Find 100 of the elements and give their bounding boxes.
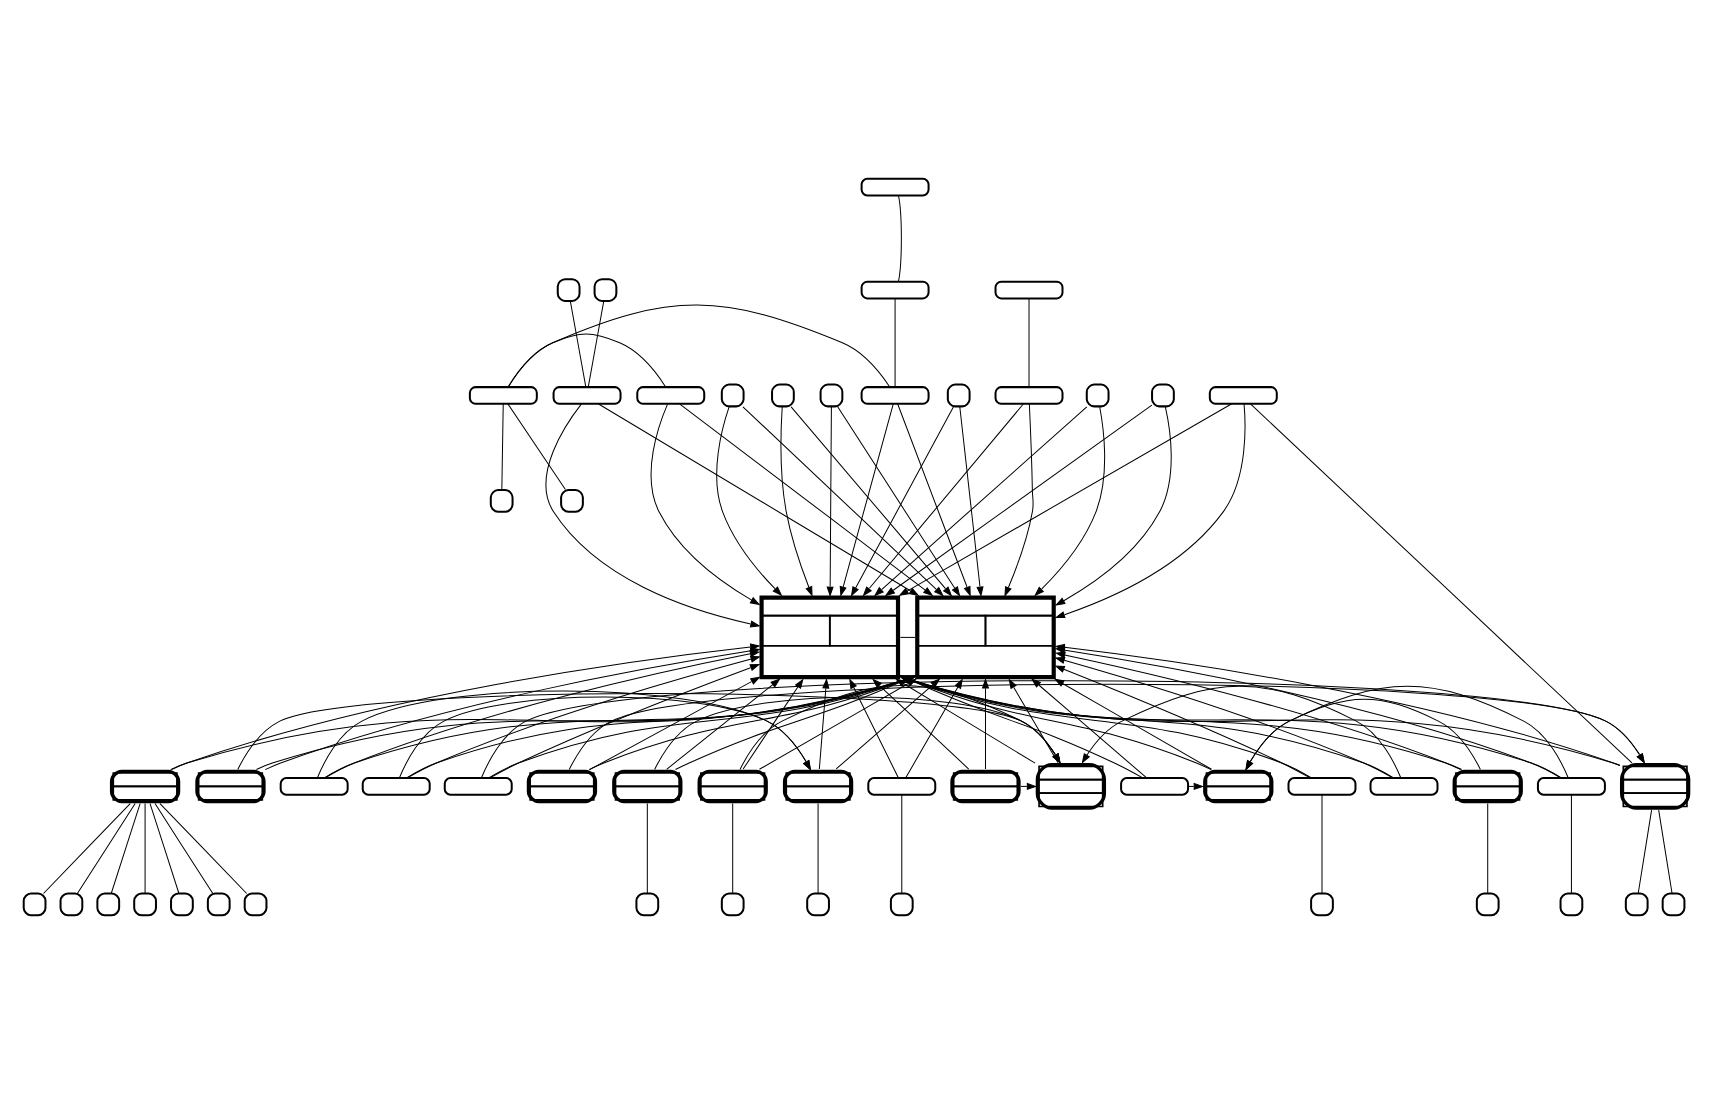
arrow: [742, 679, 804, 770]
node-bar: [1536, 777, 1606, 796]
connector: [507, 304, 891, 388]
arrow: [826, 406, 834, 596]
connector: [1570, 794, 1572, 894]
arrow: [1055, 651, 1462, 771]
arrow: [1245, 685, 1569, 779]
node-bar: [1287, 777, 1357, 796]
arrow: [885, 404, 1153, 596]
connector: [1028, 297, 1030, 388]
arrow: [654, 696, 1061, 770]
node-bar: [867, 777, 937, 796]
arrow: [851, 406, 954, 596]
node-bar: [443, 777, 513, 796]
arrow: [1004, 403, 1034, 596]
connector: [149, 803, 180, 894]
arrow: [742, 406, 944, 596]
connector: [732, 803, 734, 894]
node-bar: [860, 386, 930, 405]
arrow: [650, 403, 760, 605]
node-box: [1624, 892, 1649, 917]
connector: [1637, 809, 1653, 895]
connector: [154, 803, 214, 894]
node-box: [593, 278, 618, 302]
node-box: [22, 892, 47, 917]
arrow: [1055, 403, 1246, 619]
arrow: [316, 690, 811, 779]
connector: [1321, 794, 1323, 894]
arrow: [899, 403, 1232, 596]
node-bar: [552, 386, 622, 405]
arrow: [666, 678, 780, 770]
arrow: [568, 683, 1645, 770]
connector: [817, 803, 819, 894]
arrow: [545, 403, 760, 628]
arrow: [1055, 665, 1311, 779]
connector: [894, 297, 896, 388]
connector: [569, 300, 587, 388]
node-box: [806, 892, 830, 917]
arrow: [1055, 646, 1562, 779]
arrow: [1081, 685, 1402, 779]
connector: [1658, 809, 1673, 895]
node-box: [560, 489, 584, 513]
node-bar: [1208, 386, 1278, 405]
arrow: [863, 403, 1024, 596]
connector: [646, 803, 648, 894]
arrow: [739, 685, 1061, 770]
arrow: [837, 406, 960, 596]
arrow: [790, 406, 952, 596]
arrow: [839, 403, 894, 596]
node-box: [720, 383, 745, 408]
node-box: [1475, 892, 1500, 917]
arrow: [398, 696, 811, 779]
node-box: [96, 892, 121, 917]
node-box: [720, 892, 745, 917]
arrow: [959, 406, 984, 596]
arrow: [1055, 406, 1172, 606]
node-box: [771, 383, 795, 408]
connector: [159, 803, 248, 894]
connector: [898, 195, 902, 282]
arrow: [1034, 406, 1106, 596]
node-bar: [361, 777, 431, 796]
connector: [1487, 803, 1489, 894]
node-box: [59, 892, 84, 917]
node-bar: [994, 280, 1064, 300]
node-box: [819, 383, 844, 408]
connector: [507, 403, 566, 490]
arrow: [716, 405, 782, 596]
connector: [144, 803, 146, 894]
arrow: [1055, 656, 1393, 779]
arrow: [1054, 678, 1213, 770]
arrow: [324, 650, 760, 779]
arrow: [679, 403, 933, 596]
node-box: [243, 892, 268, 917]
node-box: [635, 892, 660, 917]
node-box: [1661, 892, 1686, 917]
arrow: [897, 403, 971, 596]
node-bar: [279, 777, 349, 796]
node-box: [889, 892, 914, 917]
node-box: [1085, 383, 1110, 408]
connector: [587, 300, 605, 388]
connector: [43, 803, 131, 894]
arrow: [818, 679, 830, 770]
arrow: [598, 403, 919, 596]
node-bar: [636, 386, 706, 405]
node-bar: [468, 386, 538, 405]
arrow: [780, 406, 813, 596]
connector: [76, 803, 136, 894]
node-box: [1310, 892, 1334, 917]
node-bar: [860, 177, 930, 197]
node-bar: [994, 386, 1064, 405]
arrow: [489, 664, 760, 779]
connector: [901, 794, 903, 894]
arrow: [849, 679, 899, 779]
arrow: [874, 406, 1088, 596]
node-bar: [860, 280, 930, 300]
arrow: [1188, 782, 1204, 790]
node-box: [206, 892, 231, 917]
node-box: [946, 383, 971, 408]
connector: [501, 403, 504, 490]
connector: [899, 636, 916, 638]
